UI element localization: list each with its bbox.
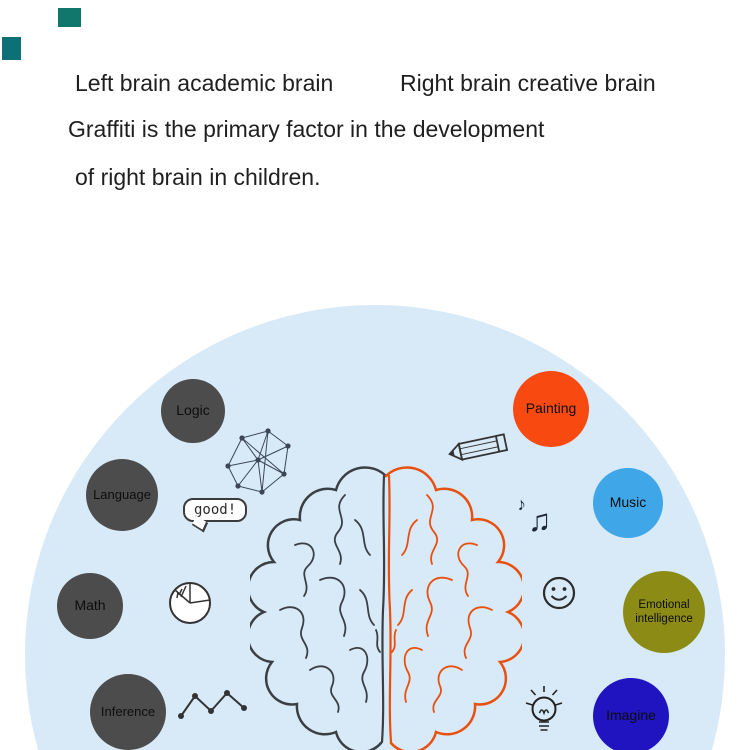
trait-label: Music: [609, 494, 647, 511]
smiley-face-icon: [542, 576, 576, 610]
brain-right-half: [384, 466, 522, 750]
trait-label: Logic: [176, 402, 210, 419]
trait-label: Math: [74, 597, 106, 614]
pie-chart-icon: [169, 582, 211, 624]
trait-label: Imagine: [606, 707, 656, 724]
line-chart-icon: [178, 690, 247, 719]
music-notes-icon: ♫: [528, 503, 552, 538]
speech-bubble: good!: [183, 498, 248, 522]
light-bulb-icon: [525, 686, 563, 731]
header-line-3: of right brain in children.: [75, 164, 321, 190]
brain-left-half: [250, 466, 388, 750]
color-swatch-left: [2, 37, 21, 60]
trait-circle-math: Math: [57, 573, 123, 639]
trait-circle-painting: Painting: [513, 371, 589, 447]
header-line-2: Graffiti is the primary factor in the de…: [68, 116, 545, 142]
speech-bubble-text: good!: [194, 502, 237, 518]
trait-circle-language: Language: [86, 459, 158, 531]
trait-circle-logic: Logic: [161, 379, 225, 443]
trait-circle-emotional-intelligence: Emotional intelligence: [623, 571, 705, 653]
network-graph-icon: [225, 428, 291, 495]
pencil-icon: [448, 433, 509, 462]
header-left-brain: Left brain academic brain: [75, 70, 334, 96]
brain-illustration: [250, 466, 522, 750]
trait-label: Inference: [100, 703, 156, 719]
color-swatch-top: [58, 8, 81, 27]
trait-label: Language: [93, 486, 151, 502]
trait-circle-imagine: Imagine: [593, 678, 669, 750]
trait-circle-music: Music: [593, 468, 663, 538]
trait-label-line1: Emotional: [638, 598, 690, 611]
trait-label-line2: intelligence: [635, 613, 693, 625]
trait-circle-inference: Inference: [90, 674, 166, 750]
trait-label: Painting: [525, 400, 577, 417]
header-right-brain: Right brain creative brain: [400, 70, 656, 96]
